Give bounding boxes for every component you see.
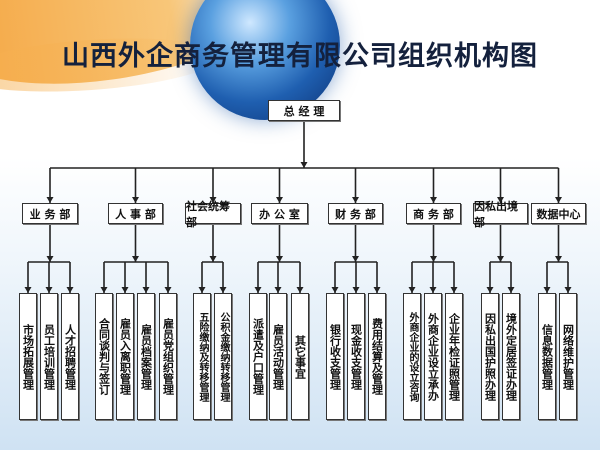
function-node: 合同谈判与签订 — [95, 293, 113, 420]
function-node: 网络维护管理 — [559, 293, 577, 420]
function-node: 现金收支管理 — [347, 293, 365, 420]
department-node: 办 公 室 — [251, 203, 308, 224]
function-node: 其它事宜 — [291, 293, 309, 420]
department-node: 业 务 部 — [22, 203, 78, 224]
function-node: 五险缴纳及转移管理 — [193, 293, 211, 420]
root-node-general-manager: 总 经 理 — [268, 100, 340, 121]
arrow-head-icon — [209, 197, 217, 203]
arrow-head-icon — [373, 287, 381, 293]
function-node: 市场拓展管理 — [19, 293, 37, 420]
function-node: 费用结算及管理 — [368, 293, 386, 420]
arrow-head-icon — [486, 287, 494, 293]
arrow-head-icon — [497, 256, 504, 262]
arrow-head-icon — [142, 287, 150, 293]
function-node: 员工培训管理 — [40, 293, 58, 420]
function-node: 信息数据管理 — [538, 293, 556, 420]
function-node: 雇员入离职管理 — [116, 293, 134, 420]
arrow-head-icon — [352, 256, 359, 262]
department-node: 社会统筹部 — [185, 200, 241, 229]
department-node: 财 务 部 — [328, 203, 383, 224]
arrow-head-icon — [164, 287, 172, 293]
arrow-head-icon — [198, 287, 206, 293]
arrow-head-icon — [274, 287, 282, 293]
page-title: 山西外企商务管理有限公司组织机构图 — [62, 41, 538, 72]
function-node: 雇员党组织管理 — [159, 293, 177, 420]
function-node: 外商企业的设立咨询 — [403, 293, 421, 420]
arrow-head-icon — [296, 287, 304, 293]
arrow-head-icon — [46, 197, 54, 203]
arrow-head-icon — [408, 287, 416, 293]
arrow-head-icon — [46, 256, 54, 262]
arrow-head-icon — [507, 287, 515, 293]
arrow-head-icon — [24, 287, 32, 293]
arrow-head-icon — [555, 197, 562, 203]
arrow-head-icon — [555, 256, 562, 262]
arrow-head-icon — [132, 256, 139, 262]
function-node: 银行收支管理 — [326, 293, 344, 420]
arrow-head-icon — [430, 256, 437, 262]
function-node: 雇员活动管理 — [269, 293, 287, 420]
department-node: 人 事 部 — [108, 203, 163, 224]
department-node: 因私出境部 — [473, 200, 528, 229]
arrow-head-icon — [45, 287, 53, 293]
department-node: 商 务 部 — [406, 203, 461, 224]
arrow-head-icon — [276, 197, 283, 203]
arrow-head-icon — [450, 287, 458, 293]
arrow-head-icon — [352, 287, 360, 293]
arrow-head-icon — [331, 287, 339, 293]
arrow-head-icon — [209, 256, 217, 262]
arrow-head-icon — [564, 287, 572, 293]
arrow-head-icon — [121, 287, 129, 293]
arrow-head-icon — [352, 197, 359, 203]
arrow-head-icon — [254, 287, 262, 293]
arrow-head-icon — [429, 287, 437, 293]
arrow-head-icon — [543, 287, 551, 293]
arrow-head-icon — [300, 162, 308, 168]
arrow-head-icon — [276, 256, 283, 262]
arrow-head-icon — [219, 287, 227, 293]
department-node: 数据中心 — [531, 203, 586, 224]
arrow-head-icon — [497, 197, 504, 203]
arrow-head-icon — [66, 287, 74, 293]
function-node: 外商企业设立承办 — [424, 293, 442, 420]
function-node: 公积金缴纳转移管理 — [214, 293, 232, 420]
function-node: 境外定居签证办理 — [502, 293, 520, 420]
function-node: 人才招聘管理 — [61, 293, 79, 420]
arrow-head-icon — [100, 287, 108, 293]
function-node: 企业年检证照管理 — [445, 293, 463, 420]
function-node: 派遣及户口管理 — [249, 293, 267, 420]
arrow-head-icon — [430, 197, 437, 203]
arrow-head-icon — [132, 197, 139, 203]
function-node: 雇员档案管理 — [137, 293, 155, 420]
function-node: 因私出国护照办理 — [481, 293, 499, 420]
